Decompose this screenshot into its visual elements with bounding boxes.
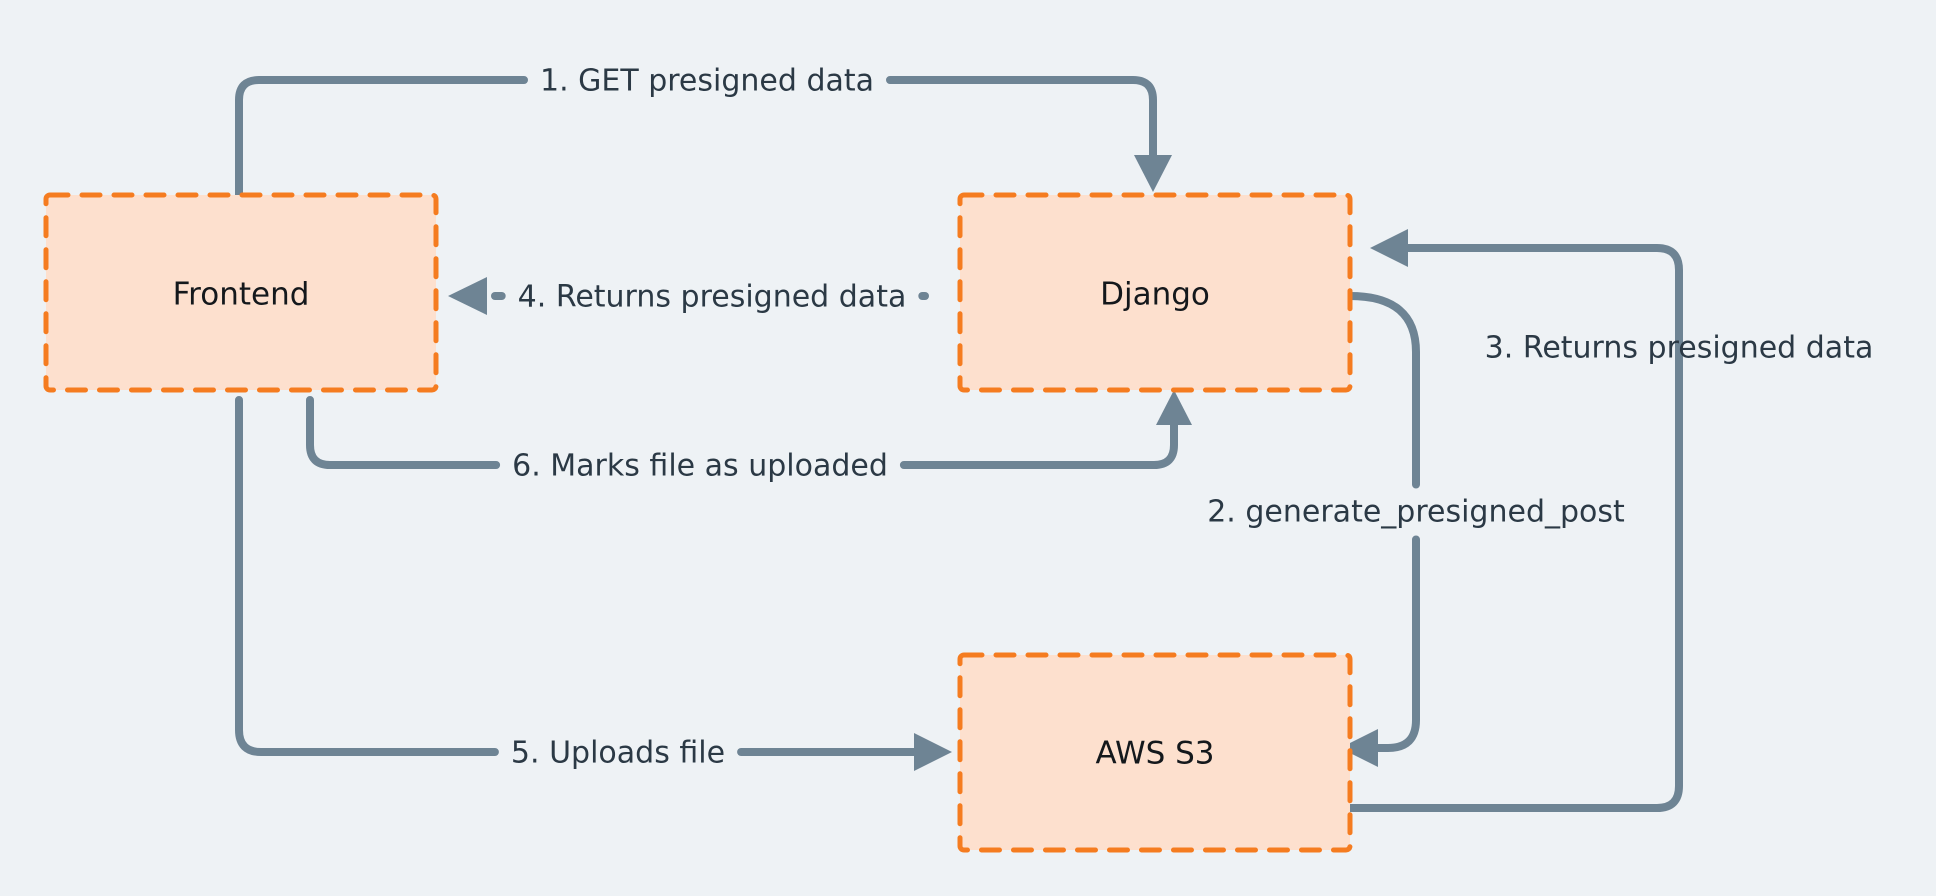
edge-1-arrowhead [1134,155,1172,192]
node-frontend-label: Frontend [173,277,310,313]
edge-3-path-upper [1398,244,1683,380]
node-django-label: Django [1100,277,1210,313]
edge-6-marks-file-as-uploaded: 6. Marks file as uploaded [306,390,1192,484]
edge-3-arrowhead [1370,229,1408,267]
node-frontend-box[interactable] [43,192,439,393]
edge-4-label: 4. Returns presigned data [518,280,907,315]
edge-6-label: 6. Marks file as uploaded [512,449,888,484]
edge-1-label: 1. GET presigned data [540,64,874,99]
edge-4-arrowhead [448,277,487,315]
edge-2-arrowhead [1340,729,1378,767]
edge-5-arrowhead [914,733,952,771]
edge-1-get-presigned-data: 1. GET presigned data [235,64,1172,199]
edge-1-path-left [235,76,528,199]
edge-3-path-lower [1346,316,1683,812]
edge-2-generate-presigned-post: 2. generate_presigned_post [1207,292,1625,767]
edge-2-path-lower [1368,535,1420,752]
edge-5-uploads-file: 5. Uploads file [235,396,952,771]
edge-3-returns-presigned-data: 3. Returns presigned data [1346,229,1874,812]
edge-2-path-upper [1346,292,1420,489]
edge-5-path-left [235,396,499,756]
node-frontend[interactable]: Frontend [43,192,439,393]
node-aws-s3-label: AWS S3 [1095,736,1214,772]
node-django[interactable]: Django [957,192,1353,393]
edge-5-label: 5. Uploads file [511,736,725,771]
edge-6-path-left [306,396,501,469]
node-aws-s3-box[interactable] [957,652,1353,853]
edge-4-returns-presigned-data: 4. Returns presigned data [448,277,929,315]
edge-6-arrowhead [1156,390,1192,425]
node-django-box[interactable] [957,192,1353,393]
edge-2-label: 2. generate_presigned_post [1207,495,1625,530]
edge-1-path-right [886,76,1157,164]
edge-3-label: 3. Returns presigned data [1485,331,1874,366]
edge-6-path-right [899,416,1178,469]
node-aws-s3[interactable]: AWS S3 [957,652,1353,853]
